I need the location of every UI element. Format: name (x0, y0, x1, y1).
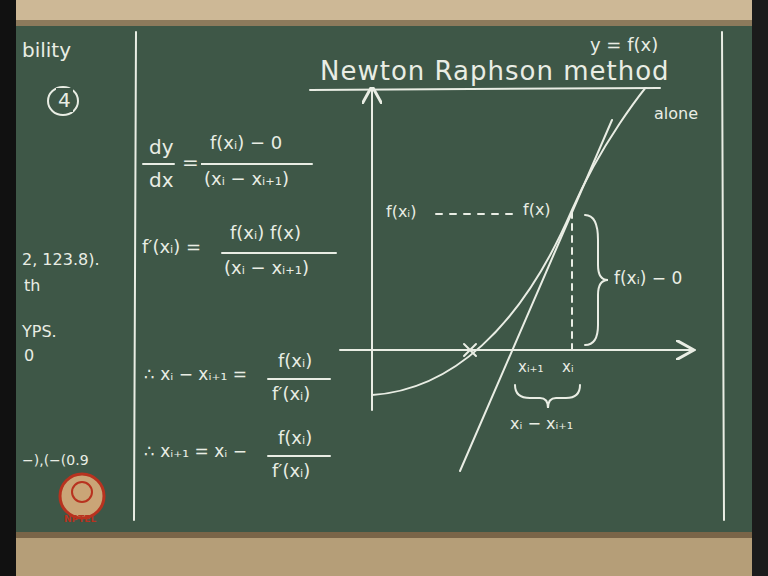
divider-line (134, 32, 136, 520)
numerator: f(xᵢ) (276, 427, 314, 449)
partial-note: −),(−(0.9 (20, 452, 91, 469)
watermark: NPTEL (62, 514, 98, 525)
denominator: dx (147, 168, 176, 192)
left-edge (0, 0, 16, 576)
denominator: (xᵢ − xᵢ₊₁) (222, 257, 311, 279)
equation-term: f′(xᵢ) = (140, 236, 203, 258)
board-title: Newton Raphson method (318, 56, 672, 87)
partial-note: th (22, 276, 42, 295)
partial-note: YPS. (20, 322, 59, 341)
numerator: f(xᵢ) f(x) (228, 222, 303, 244)
partial-note: 0 (22, 346, 36, 365)
width-label: xᵢ − xᵢ₊₁ (508, 414, 575, 433)
axis-point: xᵢ₊₁ (516, 358, 546, 376)
tray-edge (0, 532, 768, 538)
fraction-bar (200, 163, 312, 165)
partial-note: 2, 123.8). (20, 250, 101, 269)
numerator: f(xᵢ) − 0 (208, 132, 284, 154)
frame-top (0, 0, 768, 20)
y-axis (371, 88, 373, 410)
function-curve (372, 60, 670, 395)
dashed-ordinate (571, 212, 573, 350)
fraction-bar (143, 163, 174, 165)
denominator: f′(xᵢ) (270, 383, 312, 405)
partial-word: bility (20, 38, 73, 62)
fraction-bar (222, 252, 336, 254)
axis-point: xᵢ (560, 358, 576, 376)
right-edge (752, 0, 768, 576)
dashed-level (436, 213, 518, 215)
chalk-tray (0, 532, 768, 576)
denominator: (xᵢ − xᵢ₊₁) (202, 168, 291, 190)
nptel-logo-inner (72, 482, 92, 502)
height-brace (585, 215, 608, 345)
equation-term: ∴ xᵢ − xᵢ₊₁ = (142, 364, 249, 384)
axis-value: f(xᵢ) (384, 202, 418, 221)
numerator: dy (147, 135, 176, 159)
title-underline (310, 88, 660, 90)
nptel-logo (60, 474, 104, 518)
point-label: f(x) (521, 200, 553, 219)
frame-edge (0, 20, 768, 26)
denominator: f′(xᵢ) (270, 460, 312, 482)
equals-sign: = (180, 150, 201, 174)
curve-note: alone (652, 104, 700, 123)
curve-label: y = f(x) (588, 34, 660, 56)
divider-line (722, 32, 724, 520)
root-mark (464, 344, 476, 356)
circled-number: 4 (56, 88, 73, 112)
fraction-bar (268, 455, 330, 457)
equation-term: ∴ xᵢ₊₁ = xᵢ − (142, 441, 249, 461)
circle-mark (48, 87, 78, 115)
numerator: f(xᵢ) (276, 350, 314, 372)
width-brace (515, 385, 580, 408)
height-label: f(xᵢ) − 0 (612, 268, 684, 288)
x-axis (340, 349, 692, 351)
tangent-line (460, 120, 612, 471)
fraction-bar (268, 378, 330, 380)
